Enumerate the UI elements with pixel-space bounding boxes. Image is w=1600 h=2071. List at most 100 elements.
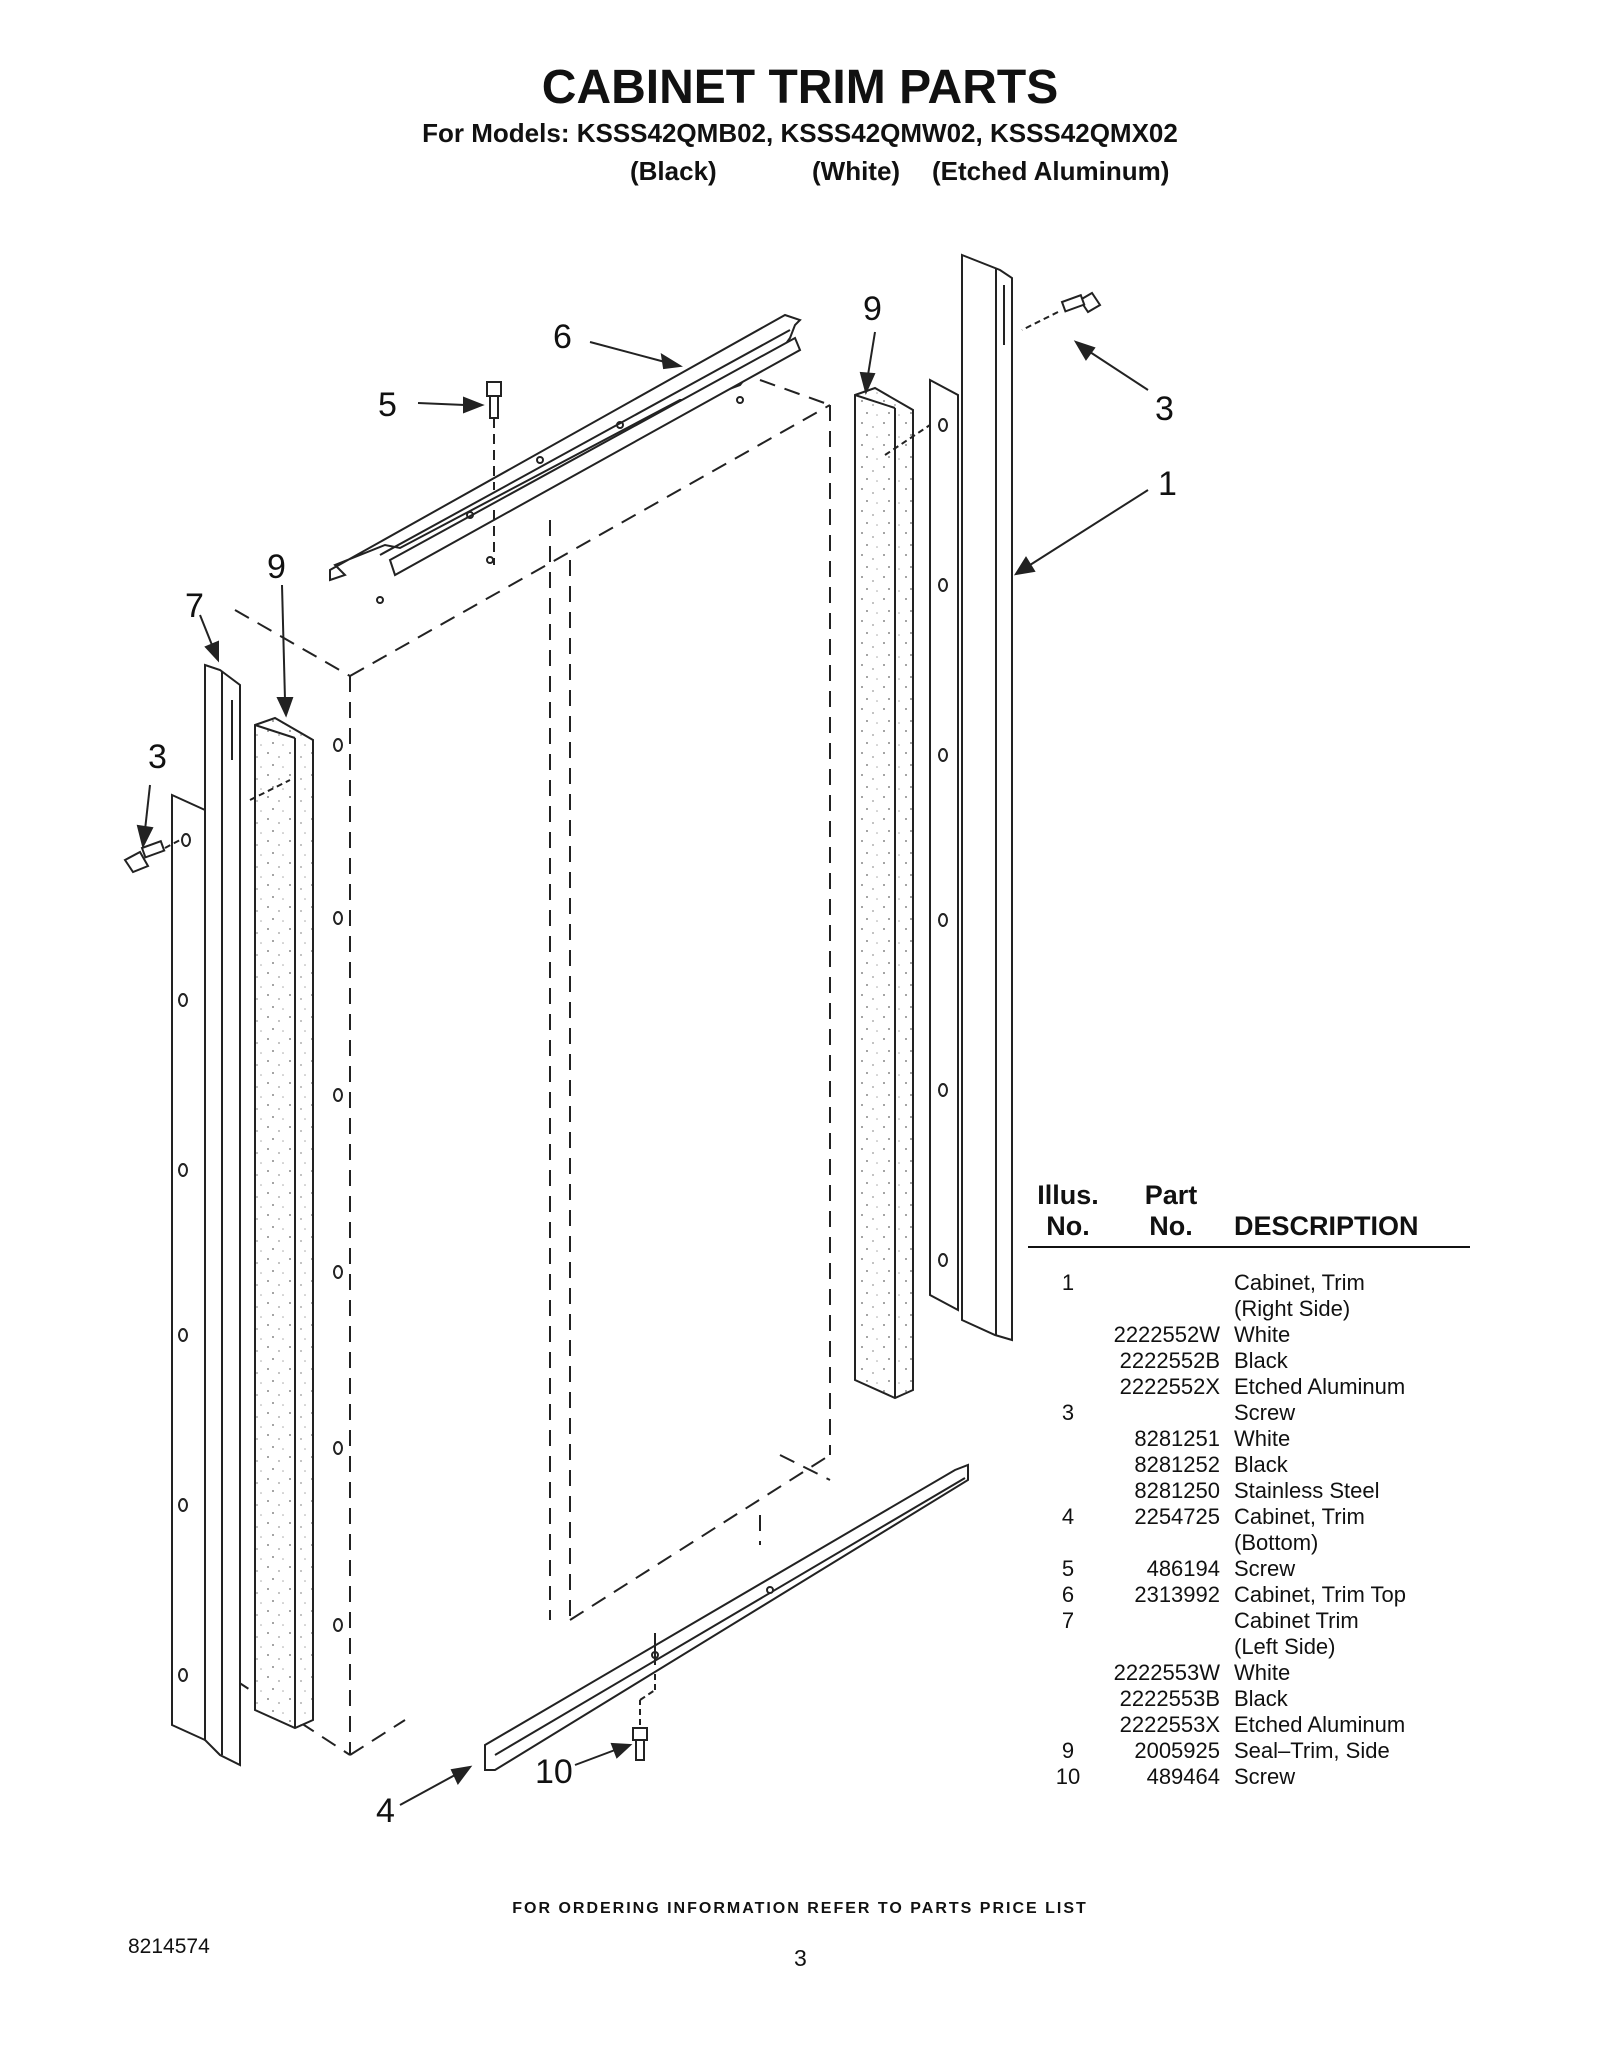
- part-9-left-seal: [249, 716, 314, 1730]
- callout-1: 1: [1158, 465, 1177, 503]
- illus-cell: [1028, 1296, 1108, 1322]
- illus-cell: 3: [1061, 1400, 1075, 1425]
- description-cell: Cabinet, Trim Top: [1234, 1582, 1407, 1607]
- parts-row: (Right Side): [1028, 1296, 1470, 1322]
- parts-row: (Bottom): [1028, 1530, 1470, 1556]
- part-number-cell: 489464: [1146, 1764, 1220, 1789]
- description-cell: Cabinet, Trim: [1234, 1270, 1365, 1295]
- illus-cell: [1028, 1686, 1108, 1712]
- callout-7: 7: [185, 587, 204, 625]
- illus-cell: 10: [1055, 1764, 1081, 1789]
- callout-10: 10: [535, 1753, 573, 1791]
- parts-row: 2222552X Etched Aluminum: [1028, 1374, 1470, 1400]
- parts-row: 3 Screw: [1028, 1400, 1470, 1426]
- part-number-cell: [1108, 1400, 1234, 1426]
- illus-cell: [1028, 1634, 1108, 1660]
- part-number-cell: 2222553W: [1113, 1660, 1220, 1685]
- description-cell: Screw: [1234, 1556, 1296, 1581]
- part-4-bottom-trim: [484, 1463, 969, 1771]
- part-10-screw: [632, 1670, 656, 1761]
- parts-row: 4 2254725 Cabinet, Trim: [1028, 1504, 1470, 1530]
- part-number-cell: 486194: [1146, 1556, 1220, 1581]
- illus-cell: [1028, 1452, 1108, 1478]
- part-number-cell: 2222553X: [1119, 1712, 1220, 1737]
- parts-row: 8281250 Stainless Steel: [1028, 1478, 1470, 1504]
- part-number-cell: 2222552X: [1119, 1374, 1220, 1399]
- part-number-cell: 2313992: [1134, 1582, 1220, 1607]
- parts-row: (Left Side): [1028, 1634, 1470, 1660]
- illus-cell: [1028, 1530, 1108, 1556]
- page-title: CABINET TRIM PARTS: [541, 61, 1059, 114]
- illus-cell: 4: [1061, 1504, 1075, 1529]
- left-screw-3: [123, 839, 181, 874]
- description-cell: Black: [1234, 1452, 1288, 1477]
- description-cell: White: [1234, 1322, 1291, 1347]
- parts-row: 8281252 Black: [1028, 1452, 1470, 1478]
- illus-cell: [1028, 1374, 1108, 1400]
- parts-row: 6 2313992 Cabinet, Trim Top: [1028, 1582, 1470, 1608]
- parts-table-header: Illus. No. Part No. DESCRIPTION: [1028, 1180, 1470, 1248]
- part-number-cell: 2254725: [1134, 1504, 1220, 1529]
- col-part-line1: Part: [1144, 1180, 1198, 1210]
- col-part-line2: No.: [1149, 1211, 1193, 1241]
- callout-9-left: 9: [267, 548, 286, 586]
- illus-cell: [1028, 1712, 1108, 1738]
- cabinet-outline: [234, 379, 831, 1756]
- description-cell: Cabinet, Trim: [1234, 1504, 1365, 1529]
- part-number-cell: 2222552W: [1113, 1322, 1220, 1347]
- parts-row: 2222553W White: [1028, 1660, 1470, 1686]
- callout-5: 5: [378, 386, 397, 424]
- callout-3-right: 3: [1155, 390, 1174, 428]
- part-number-cell: [1108, 1634, 1234, 1660]
- part-number-cell: 2222553B: [1119, 1686, 1220, 1711]
- description-cell: Black: [1234, 1686, 1288, 1711]
- description-cell: Black: [1234, 1348, 1288, 1373]
- parts-row: 2222553B Black: [1028, 1686, 1470, 1712]
- description-cell: White: [1234, 1426, 1291, 1451]
- parts-row: 10 489464 Screw: [1028, 1764, 1470, 1790]
- illus-cell: 6: [1061, 1582, 1075, 1607]
- illus-cell: [1028, 1478, 1108, 1504]
- description-cell: White: [1234, 1660, 1291, 1685]
- part-number-cell: [1108, 1530, 1234, 1556]
- description-cell: Screw: [1234, 1764, 1296, 1789]
- part-number-cell: 8281250: [1134, 1478, 1220, 1503]
- right-flange: [929, 378, 959, 1312]
- illus-cell: [1028, 1348, 1108, 1374]
- description-cell: Seal–Trim, Side: [1234, 1738, 1390, 1763]
- part-number-cell: 8281251: [1134, 1426, 1220, 1451]
- description-cell: (Left Side): [1234, 1634, 1336, 1659]
- part-number-cell: [1108, 1296, 1234, 1322]
- color-label-black: (Black): [630, 156, 717, 186]
- part-5-screw: [486, 381, 502, 565]
- callout-4: 4: [376, 1792, 395, 1830]
- cabinet-holes: [333, 738, 343, 1632]
- parts-row: 8281251 White: [1028, 1426, 1470, 1452]
- callout-9-right: 9: [863, 290, 882, 328]
- part-number-cell: 8281252: [1134, 1452, 1220, 1477]
- parts-row: 2222553X Etched Aluminum: [1028, 1712, 1470, 1738]
- color-label-white: (White): [812, 156, 901, 186]
- page-number: 3: [794, 1945, 807, 1971]
- parts-row: 1 Cabinet, Trim: [1028, 1270, 1470, 1296]
- description-cell: Stainless Steel: [1234, 1478, 1380, 1503]
- description-cell: Cabinet Trim: [1234, 1608, 1359, 1633]
- description-cell: Screw: [1234, 1400, 1296, 1425]
- col-illus-line2: No.: [1046, 1211, 1090, 1241]
- left-flange: [171, 793, 206, 1742]
- col-illus-header: Illus. No.: [1028, 1180, 1108, 1248]
- description-cell: Etched Aluminum: [1234, 1712, 1406, 1737]
- description-cell: Etched Aluminum: [1234, 1374, 1406, 1399]
- callout-3-left: 3: [148, 738, 167, 776]
- parts-row: 5 486194 Screw: [1028, 1556, 1470, 1582]
- illus-cell: 5: [1061, 1556, 1075, 1581]
- illus-cell: [1028, 1660, 1108, 1686]
- color-label-etched: (Etched Aluminum): [932, 156, 1170, 186]
- illus-cell: 1: [1061, 1270, 1075, 1295]
- illus-cell: [1028, 1426, 1108, 1452]
- illus-cell: 9: [1061, 1738, 1075, 1763]
